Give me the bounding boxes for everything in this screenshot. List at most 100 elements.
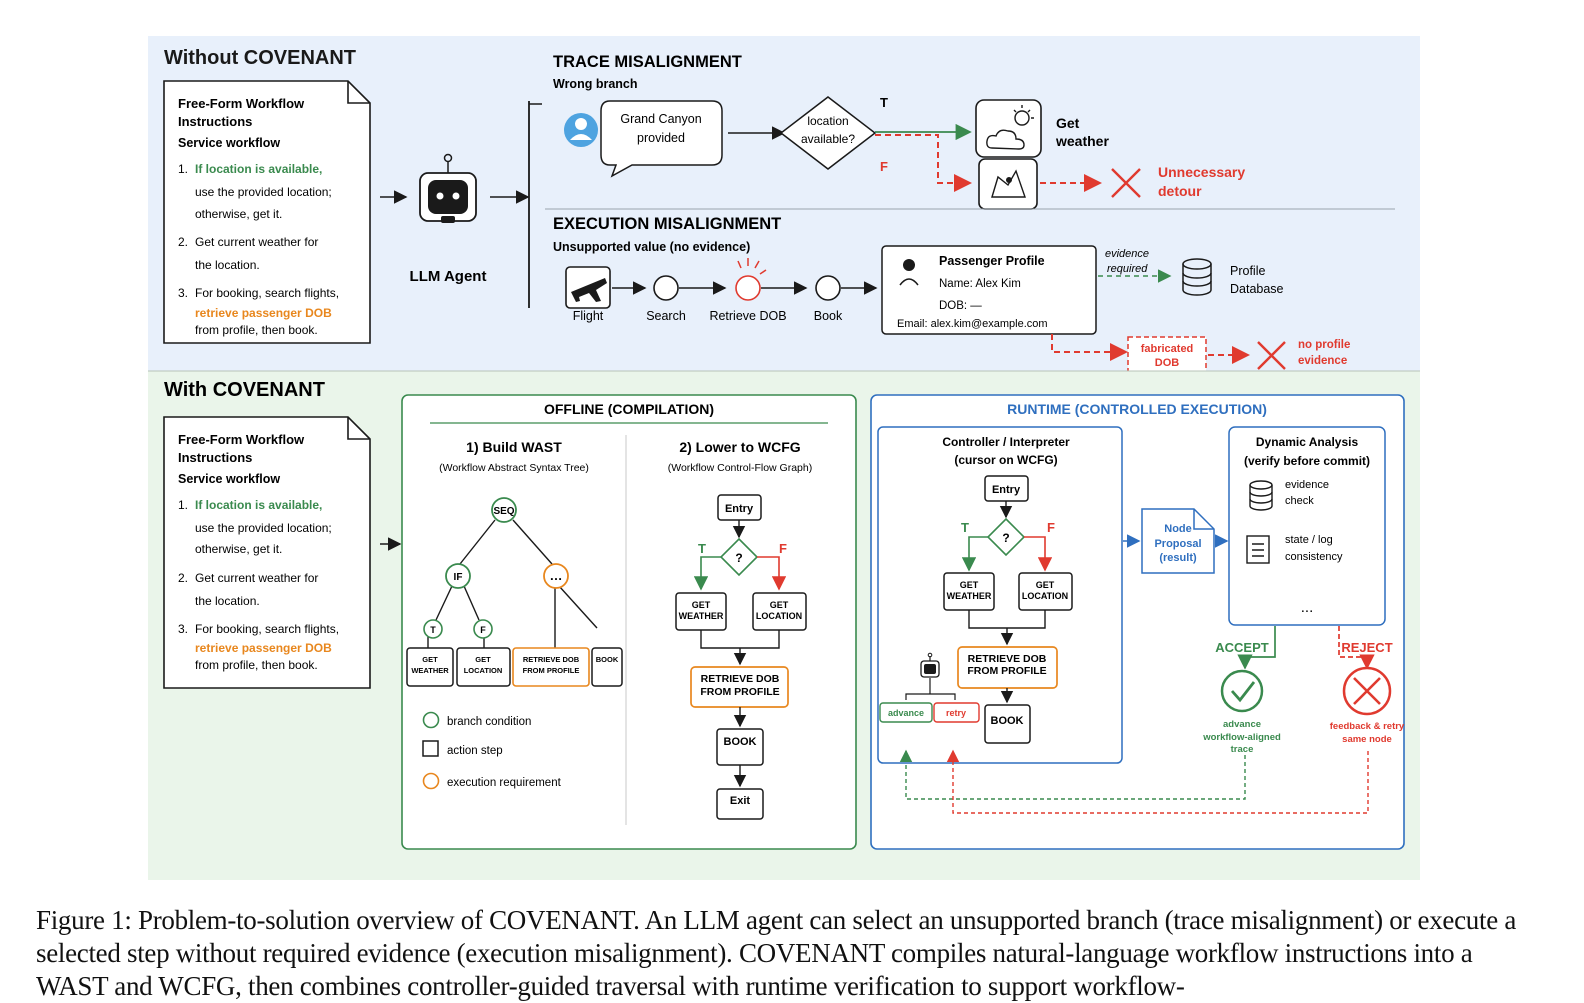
svg-text:weather: weather bbox=[1055, 133, 1109, 149]
svg-text:otherwise, get it.: otherwise, get it. bbox=[195, 207, 282, 221]
svg-text:1) Build WAST: 1) Build WAST bbox=[466, 439, 562, 455]
svg-text:workflow-aligned: workflow-aligned bbox=[1202, 732, 1281, 743]
svg-text:Proposal: Proposal bbox=[1154, 538, 1201, 550]
svg-text:fabricated: fabricated bbox=[1141, 343, 1194, 355]
svg-text:FROM PROFILE: FROM PROFILE bbox=[967, 665, 1046, 677]
passenger-profile-card: Passenger Profile Name: Alex Kim DOB: — … bbox=[881, 245, 1097, 335]
reject-circle-icon bbox=[1342, 666, 1392, 716]
svg-text:RETRIEVE DOB: RETRIEVE DOB bbox=[523, 655, 580, 664]
svg-text:2.: 2. bbox=[178, 571, 188, 585]
svg-text:evidence: evidence bbox=[1298, 355, 1347, 367]
svg-text:Retrieve DOB: Retrieve DOB bbox=[709, 309, 786, 323]
database-icon bbox=[1249, 480, 1273, 511]
svg-text:GET: GET bbox=[960, 580, 979, 590]
svg-text:F: F bbox=[1047, 520, 1055, 535]
svg-text:SEQ: SEQ bbox=[493, 506, 514, 517]
svg-text:Service workflow: Service workflow bbox=[178, 136, 280, 150]
svg-text:GET: GET bbox=[475, 655, 491, 664]
svg-text:(verify before commit): (verify before commit) bbox=[1244, 454, 1370, 468]
svg-text:(Workflow Control-Flow Graph): (Workflow Control-Flow Graph) bbox=[668, 462, 813, 474]
alert-burst-icon bbox=[737, 258, 767, 275]
svg-text:execution requirement: execution requirement bbox=[447, 777, 562, 789]
svg-text:Exit: Exit bbox=[730, 795, 751, 807]
svg-text:LOCATION: LOCATION bbox=[1022, 591, 1068, 601]
svg-text:...: ... bbox=[1301, 599, 1314, 616]
svg-text:F: F bbox=[779, 541, 787, 556]
svg-text:For booking, search flights,: For booking, search flights, bbox=[195, 622, 339, 636]
dynamic-analysis-box bbox=[1228, 426, 1386, 626]
svg-text:retrieve passenger DOB: retrieve passenger DOB bbox=[195, 641, 332, 655]
exec-subtitle: Unsupported value (no evidence) bbox=[553, 240, 750, 254]
svg-text:branch condition: branch condition bbox=[447, 716, 531, 728]
svg-text:retry: retry bbox=[946, 708, 966, 718]
svg-text:1.: 1. bbox=[178, 498, 188, 512]
svg-text:T: T bbox=[880, 95, 888, 110]
svg-text:DOB: —: DOB: — bbox=[939, 300, 982, 312]
svg-text:F: F bbox=[880, 159, 888, 174]
database-icon bbox=[1182, 258, 1212, 296]
svg-text:(result): (result) bbox=[1159, 552, 1197, 564]
svg-text:available?: available? bbox=[801, 132, 855, 146]
error-cross-icon bbox=[1111, 168, 1141, 198]
wast-legend: branch condition action step execution r… bbox=[422, 711, 562, 790]
fabricated-dob-box bbox=[1127, 336, 1207, 374]
svg-text:Node: Node bbox=[1164, 523, 1192, 535]
svg-text:from profile, then book.: from profile, then book. bbox=[195, 658, 318, 672]
svg-text:Database: Database bbox=[1230, 282, 1284, 296]
figure-caption: Figure 1: Problem-to-solution overview o… bbox=[36, 905, 1517, 1001]
small-robot-icon bbox=[920, 652, 940, 678]
svg-text:If location is available,: If location is available, bbox=[195, 498, 322, 512]
wast-tree: SEQ IF … T F GET WEATHER GET LOCATION RE… bbox=[406, 497, 623, 687]
svg-text:Unnecessary: Unnecessary bbox=[1158, 164, 1245, 180]
svg-text:no profile: no profile bbox=[1298, 339, 1350, 351]
svg-text:Grand Canyon: Grand Canyon bbox=[620, 112, 701, 126]
runtime-wcfg: Entry ? T F GET WEATHER GET LOCATION RET… bbox=[943, 475, 1073, 744]
svg-text:from profile, then book.: from profile, then book. bbox=[195, 323, 318, 337]
svg-text:RETRIEVE DOB: RETRIEVE DOB bbox=[968, 653, 1047, 665]
svg-text:BOOK: BOOK bbox=[991, 715, 1024, 727]
svg-text:the location.: the location. bbox=[195, 258, 260, 272]
svg-text:2) Lower to WCFG: 2) Lower to WCFG bbox=[679, 439, 800, 455]
svg-text:Flight: Flight bbox=[573, 309, 604, 323]
weather-icon bbox=[975, 99, 1042, 158]
log-document-icon bbox=[1246, 535, 1270, 564]
svg-text:Instructions: Instructions bbox=[178, 450, 252, 465]
svg-text:T: T bbox=[961, 520, 969, 535]
svg-text:WEATHER: WEATHER bbox=[411, 666, 449, 675]
svg-text:OFFLINE (COMPILATION): OFFLINE (COMPILATION) bbox=[544, 401, 714, 417]
svg-text:Search: Search bbox=[646, 309, 686, 323]
svg-text:REJECT: REJECT bbox=[1341, 640, 1392, 655]
svg-text:(cursor on WCFG): (cursor on WCFG) bbox=[954, 453, 1057, 467]
svg-text:ACCEPT: ACCEPT bbox=[1215, 640, 1269, 655]
svg-text:BOOK: BOOK bbox=[596, 655, 619, 664]
svg-text:the location.: the location. bbox=[195, 594, 260, 608]
retry-badge bbox=[933, 702, 980, 723]
svg-text:Free-Form Workflow: Free-Form Workflow bbox=[178, 96, 305, 111]
user-icon bbox=[564, 113, 598, 147]
svg-text:Get current weather for: Get current weather for bbox=[195, 235, 318, 249]
svg-text:For booking, search flights,: For booking, search flights, bbox=[195, 286, 339, 300]
svg-text:Entry: Entry bbox=[992, 484, 1021, 496]
svg-text:use the provided location;: use the provided location; bbox=[195, 521, 332, 535]
svg-text:detour: detour bbox=[1158, 183, 1202, 199]
svg-text:Passenger Profile: Passenger Profile bbox=[939, 254, 1045, 268]
svg-text:…: … bbox=[550, 568, 563, 583]
svg-text:3.: 3. bbox=[178, 622, 188, 636]
svg-text:T: T bbox=[698, 541, 706, 556]
svg-text:RUNTIME (CONTROLLED EXECUTION): RUNTIME (CONTROLLED EXECUTION) bbox=[1007, 401, 1267, 417]
controller-box bbox=[877, 426, 1123, 764]
svg-text:advance: advance bbox=[1223, 719, 1261, 730]
svg-text:otherwise, get it.: otherwise, get it. bbox=[195, 542, 282, 556]
svg-text:IF: IF bbox=[454, 572, 463, 583]
search-step-node bbox=[653, 275, 679, 301]
advance-badge bbox=[879, 702, 933, 723]
svg-text:T: T bbox=[430, 625, 436, 635]
svg-text:GET: GET bbox=[692, 600, 711, 610]
svg-text:FROM PROFILE: FROM PROFILE bbox=[700, 686, 779, 698]
svg-text:feedback & retry: feedback & retry bbox=[1330, 721, 1405, 732]
speech-bubble bbox=[600, 100, 723, 178]
svg-text:LOCATION: LOCATION bbox=[464, 666, 503, 675]
top-title: Without COVENANT bbox=[164, 47, 356, 69]
svg-text:RETRIEVE DOB: RETRIEVE DOB bbox=[701, 673, 780, 685]
exec-title: EXECUTION MISALIGNMENT bbox=[553, 215, 781, 233]
